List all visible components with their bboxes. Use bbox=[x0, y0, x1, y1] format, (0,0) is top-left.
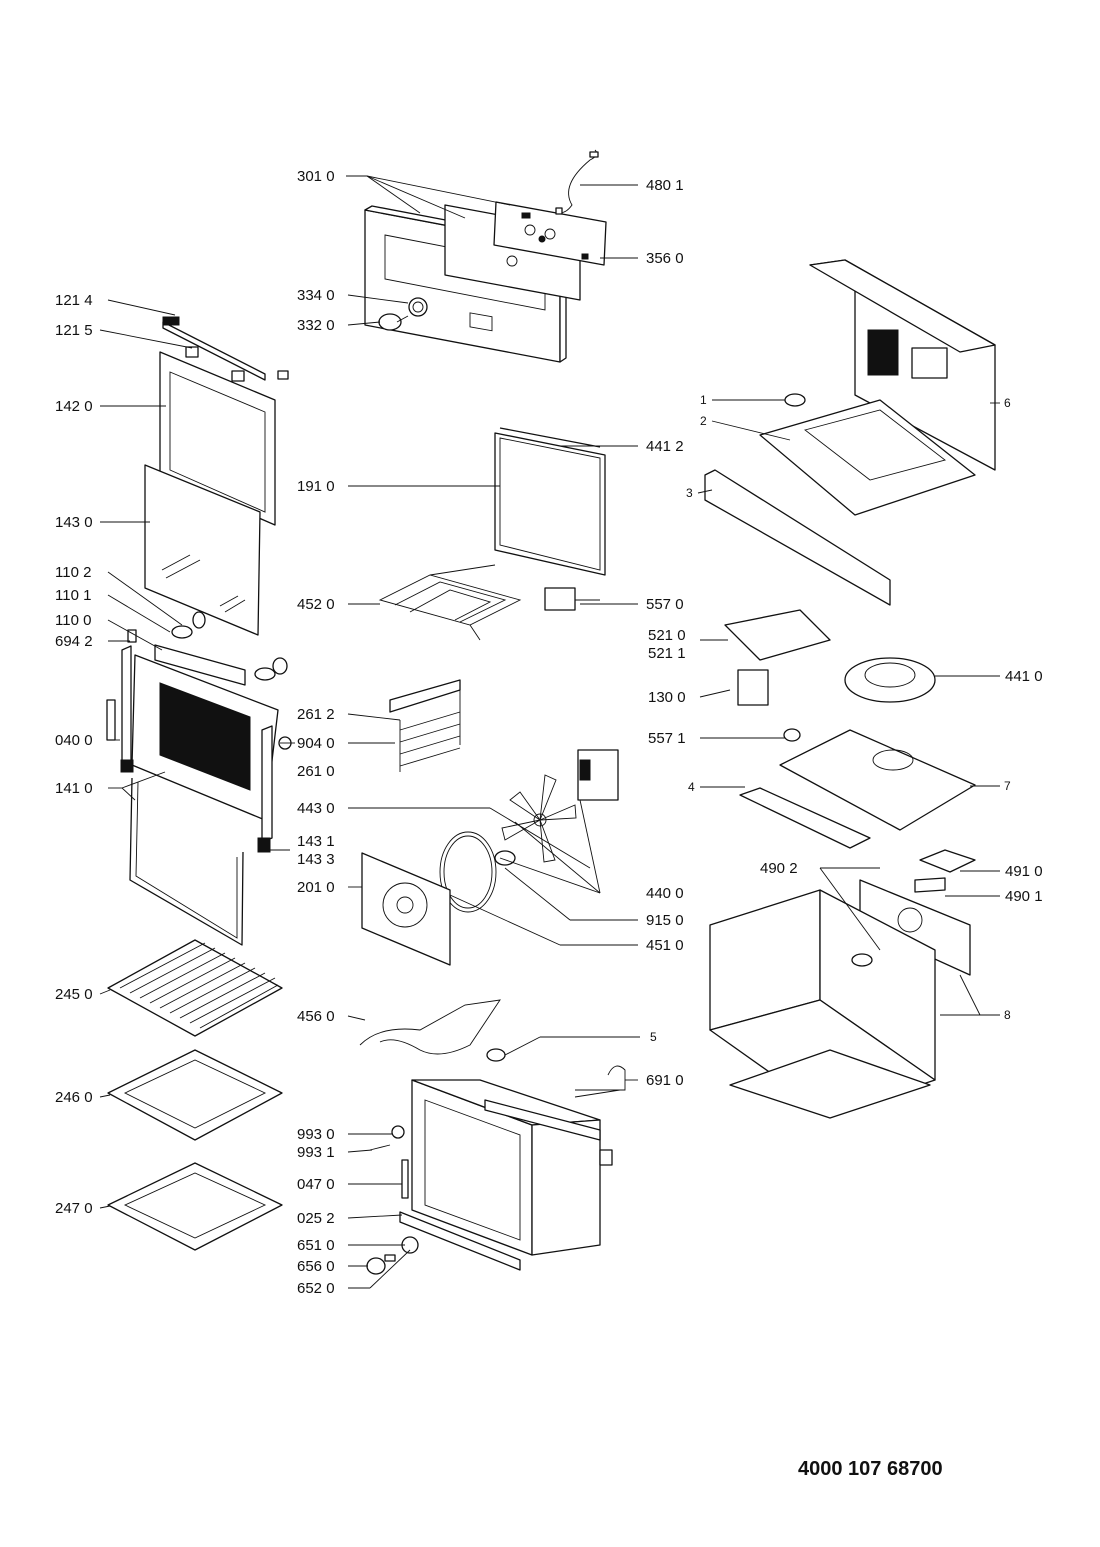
label-521-0: 521 0 bbox=[648, 627, 686, 644]
label-2: 2 bbox=[700, 414, 707, 428]
label-6: 6 bbox=[1004, 396, 1011, 410]
label-441-2: 441 2 bbox=[646, 438, 684, 455]
label-110-2: 110 2 bbox=[55, 564, 91, 581]
casing-assembly bbox=[704, 259, 996, 1119]
label-334-0: 334 0 bbox=[297, 287, 335, 304]
label-5: 5 bbox=[650, 1030, 657, 1044]
label-245-0: 245 0 bbox=[55, 986, 93, 1003]
leader-lines bbox=[99, 175, 1000, 1289]
label-141-0: 141 0 bbox=[55, 780, 93, 797]
control-panel-assembly bbox=[364, 149, 607, 363]
label-261-0: 261 0 bbox=[297, 763, 335, 780]
label-993-1: 993 1 bbox=[297, 1144, 335, 1161]
label-143-1: 143 1 bbox=[297, 833, 335, 850]
label-110-1: 110 1 bbox=[55, 587, 91, 604]
label-915-0: 915 0 bbox=[646, 912, 684, 929]
label-047-0: 047 0 bbox=[297, 1176, 335, 1193]
label-332-0: 332 0 bbox=[297, 317, 335, 334]
racks-and-trays bbox=[107, 939, 283, 1251]
middle-components bbox=[359, 427, 619, 1062]
label-480-1: 480 1 bbox=[646, 177, 684, 194]
label-652-0: 652 0 bbox=[297, 1280, 335, 1297]
oven-cavity bbox=[366, 1065, 626, 1275]
label-904-0: 904 0 bbox=[297, 735, 335, 752]
label-130-0: 130 0 bbox=[648, 689, 686, 706]
label-121-4: 121 4 bbox=[55, 292, 93, 309]
label-691-0: 691 0 bbox=[646, 1072, 684, 1089]
part-labels: 301 0 480 1 356 0 334 0 332 0 121 4 121 … bbox=[55, 168, 1043, 1297]
label-456-0: 456 0 bbox=[297, 1008, 335, 1025]
label-201-0: 201 0 bbox=[297, 879, 335, 896]
label-440-0: 440 0 bbox=[646, 885, 684, 902]
label-490-1: 490 1 bbox=[1005, 888, 1043, 905]
label-452-0: 452 0 bbox=[297, 596, 335, 613]
label-191-0: 191 0 bbox=[297, 478, 335, 495]
label-040-0: 040 0 bbox=[55, 732, 93, 749]
door-assembly bbox=[106, 316, 292, 946]
label-557-1: 557 1 bbox=[648, 730, 686, 747]
label-4: 4 bbox=[688, 780, 695, 794]
label-3: 3 bbox=[686, 486, 693, 500]
label-490-2: 490 2 bbox=[760, 860, 798, 877]
label-441-0: 441 0 bbox=[1005, 668, 1043, 685]
label-656-0: 656 0 bbox=[297, 1258, 335, 1275]
label-246-0: 246 0 bbox=[55, 1089, 93, 1106]
label-247-0: 247 0 bbox=[55, 1200, 93, 1217]
label-143-3: 143 3 bbox=[297, 851, 335, 868]
label-7: 7 bbox=[1004, 779, 1011, 793]
label-651-0: 651 0 bbox=[297, 1237, 335, 1254]
label-301-0: 301 0 bbox=[297, 168, 335, 185]
label-356-0: 356 0 bbox=[646, 250, 684, 267]
label-521-1: 521 1 bbox=[648, 645, 686, 662]
label-110-0: 110 0 bbox=[55, 612, 91, 629]
label-491-0: 491 0 bbox=[1005, 863, 1043, 880]
label-443-0: 443 0 bbox=[297, 800, 335, 817]
label-557-0: 557 0 bbox=[646, 596, 684, 613]
label-1: 1 bbox=[700, 393, 707, 407]
document-number: 4000 107 68700 bbox=[798, 1458, 943, 1480]
label-451-0: 451 0 bbox=[646, 937, 684, 954]
label-261-2: 261 2 bbox=[297, 706, 335, 723]
label-8: 8 bbox=[1004, 1008, 1011, 1022]
label-993-0: 993 0 bbox=[297, 1126, 335, 1143]
label-143-0: 143 0 bbox=[55, 514, 93, 531]
label-142-0: 142 0 bbox=[55, 398, 93, 415]
label-025-2: 025 2 bbox=[297, 1210, 335, 1227]
label-121-5: 121 5 bbox=[55, 322, 93, 339]
fan-blade bbox=[501, 774, 577, 863]
label-694-2: 694 2 bbox=[55, 633, 93, 650]
